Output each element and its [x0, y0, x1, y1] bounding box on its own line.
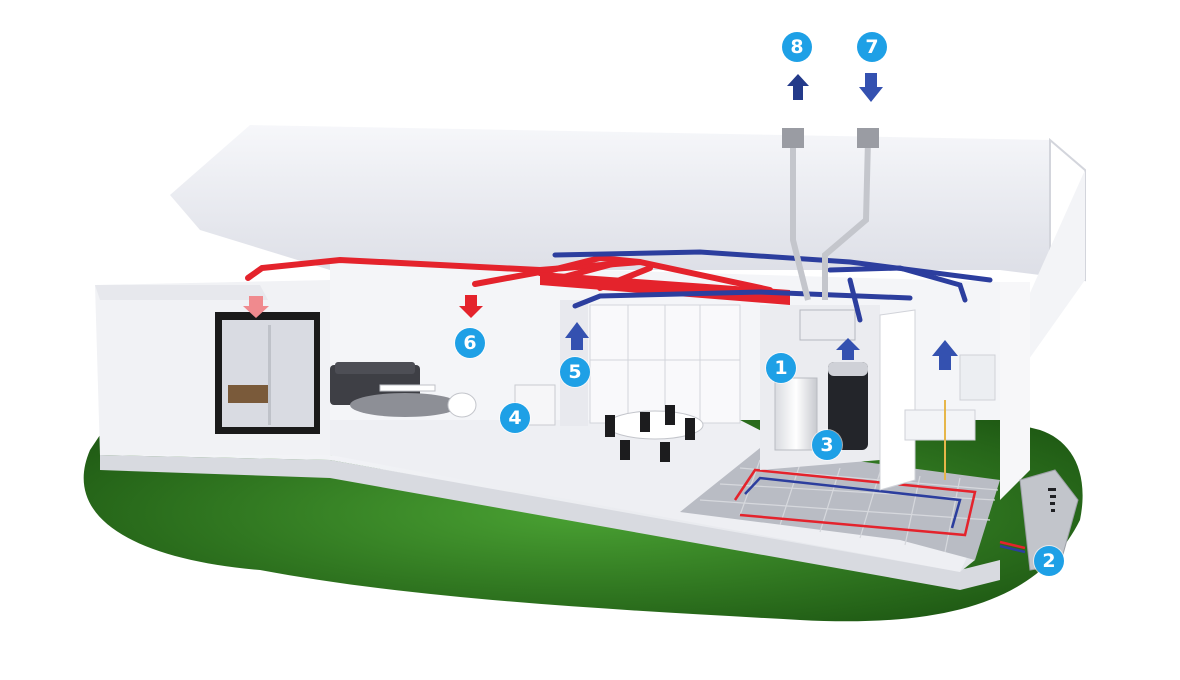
extract-air-ducts [552, 249, 993, 323]
ventilation-unit [799, 309, 856, 341]
marker-4: 4 [500, 403, 530, 433]
floor-heating-loop [733, 468, 977, 537]
arrow-tech-extract [836, 338, 860, 360]
floor-slab [100, 455, 1000, 590]
chair [447, 392, 477, 418]
arrow-bathroom-extract [932, 340, 958, 370]
right-wall [1000, 282, 1030, 500]
arrow-bedroom-supply [243, 296, 269, 318]
roof-vent-exhaust [782, 128, 804, 148]
arrow-intake-down [859, 73, 883, 102]
rug [350, 393, 460, 417]
coffee-table [379, 384, 436, 392]
marker-8: 8 [782, 32, 812, 62]
arrow-exhaust-up [787, 74, 809, 100]
marker-3: 3 [812, 430, 842, 460]
arrow-kitchen-extract [565, 322, 589, 350]
marker-5: 5 [560, 357, 590, 387]
marker-2: 2 [1034, 546, 1064, 576]
roof [170, 125, 1085, 280]
storage-tank [774, 377, 818, 451]
water-heater [828, 362, 868, 450]
marker-7: 7 [857, 32, 887, 62]
marker-6: 6 [455, 328, 485, 358]
outdoor-heat-pump [1019, 469, 1079, 571]
roof-ducts [790, 139, 871, 301]
bathroom-vanity [904, 409, 976, 441]
marker-1: 1 [766, 353, 796, 383]
roof-vent-intake [857, 128, 879, 148]
arrow-living-supply [459, 295, 483, 318]
